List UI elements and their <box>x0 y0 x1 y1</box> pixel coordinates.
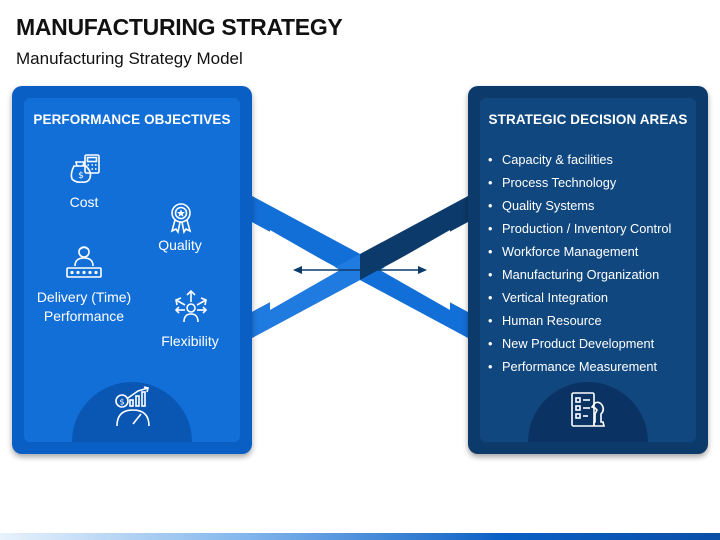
performance-objectives-body <box>24 140 240 442</box>
strategic-decision-areas-panel: STRATEGIC DECISION AREAS Capacity & faci… <box>468 86 708 454</box>
list-item: Manufacturing Organization <box>488 263 671 286</box>
arrow-head-left <box>293 266 302 274</box>
list-item: New Product Development <box>488 332 671 355</box>
list-item: Vertical Integration <box>488 286 671 309</box>
list-item: Human Resource <box>488 309 671 332</box>
page-title: MANUFACTURING STRATEGY <box>16 14 343 40</box>
list-item: Process Technology <box>488 171 671 194</box>
objective-delivery: Delivery (Time) Performance <box>24 288 144 326</box>
decision-areas-list: Capacity & facilities Process Technology… <box>488 148 671 378</box>
growth-speedometer-icon: $ <box>115 386 150 427</box>
objective-delivery-label: Delivery (Time) Performance <box>36 289 132 324</box>
performance-objectives-heading: PERFORMANCE OBJECTIVES <box>24 98 240 140</box>
list-item: Production / Inventory Control <box>488 217 671 240</box>
objective-flexibility: Flexibility <box>161 333 219 349</box>
delivery-person-rating-icon <box>66 246 102 278</box>
performance-objectives-panel: PERFORMANCE OBJECTIVES $ Cost Quality <box>12 86 252 454</box>
svg-text:$: $ <box>119 398 124 407</box>
list-item: Quality Systems <box>488 194 671 217</box>
arrow-head-right <box>418 266 427 274</box>
strategic-decision-areas-heading: STRATEGIC DECISION AREAS <box>480 98 696 140</box>
money-bag-calculator-icon: $ <box>70 154 100 183</box>
list-item: Performance Measurement <box>488 355 671 378</box>
objective-quality: Quality <box>158 237 202 253</box>
page-subtitle: Manufacturing Strategy Model <box>16 49 243 68</box>
person-arrows-icon <box>174 289 208 323</box>
checklist-chess-knight-icon <box>571 392 606 427</box>
svg-text:$: $ <box>78 171 84 181</box>
list-item: Capacity & facilities <box>488 148 671 171</box>
list-item: Workforce Management <box>488 240 671 263</box>
objective-cost: Cost <box>69 194 99 210</box>
award-badge-icon <box>170 203 192 234</box>
bottom-accent-bar <box>0 533 720 540</box>
